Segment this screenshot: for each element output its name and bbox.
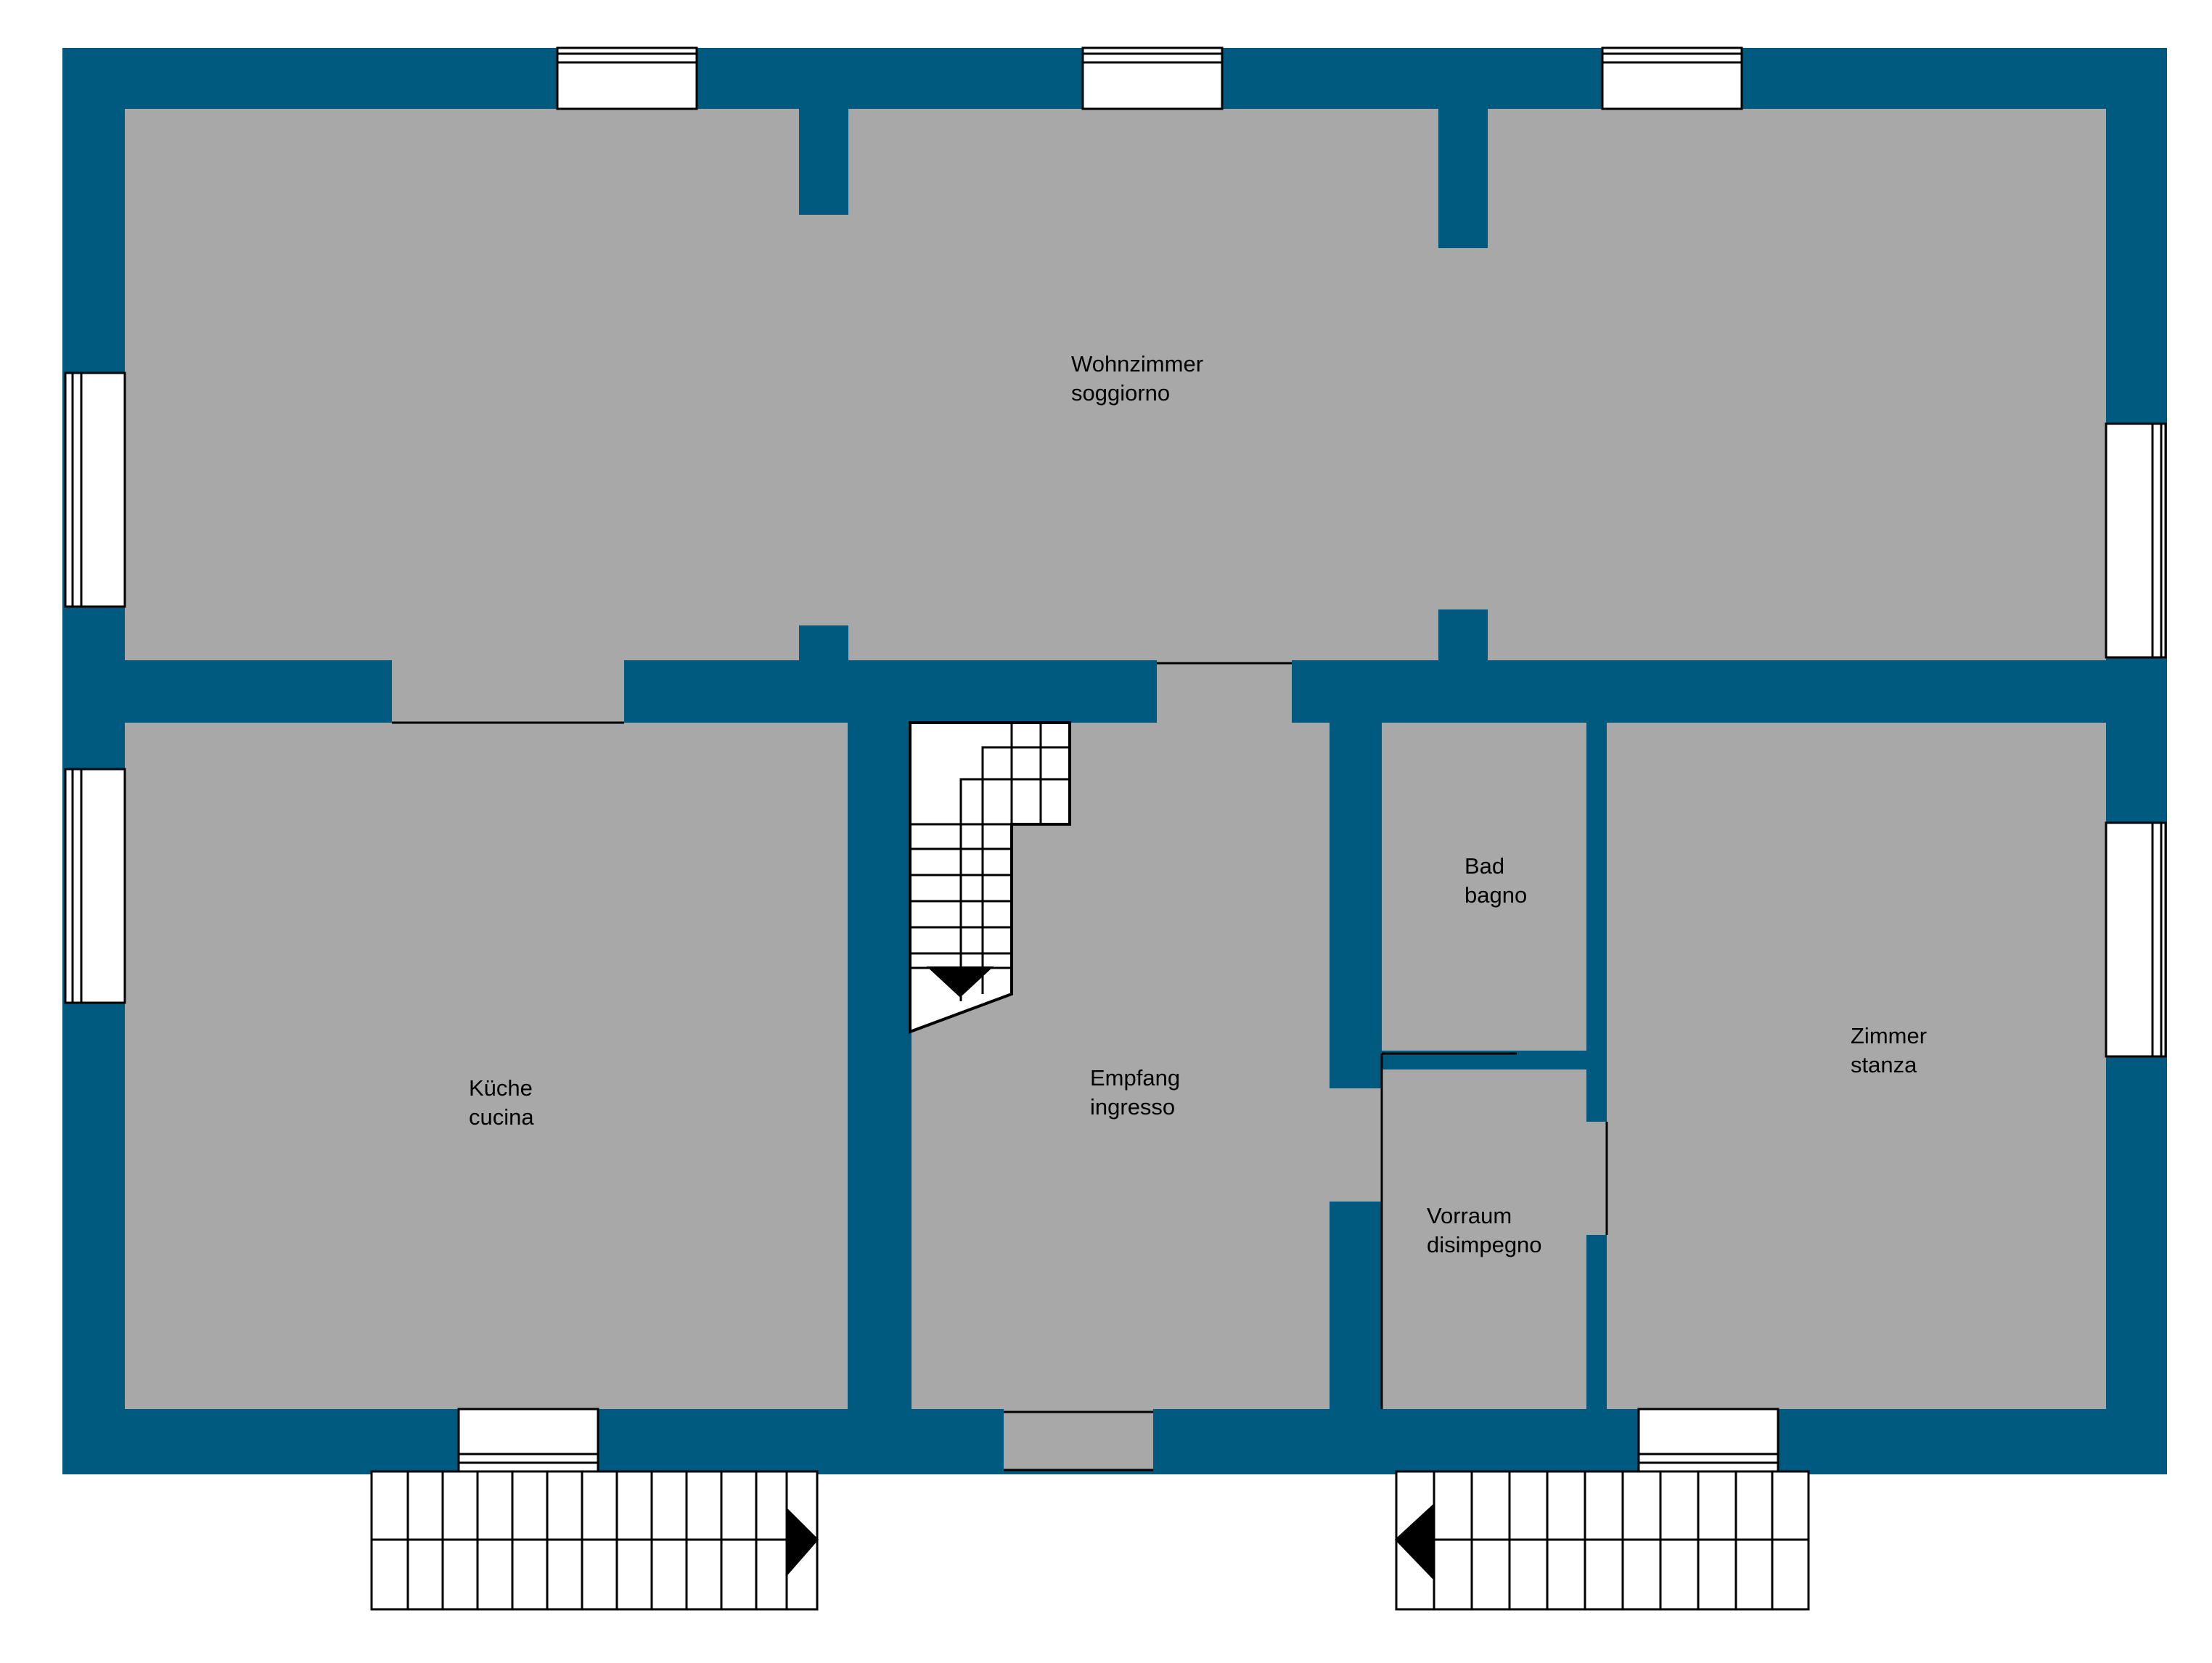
exterior-stairs-left-steps [406,1471,788,1609]
exterior-stairs-left [370,1470,819,1611]
window-right-1 [2105,422,2167,659]
staircase-direction-arrow [926,966,994,998]
hallway-name-it: disimpegno [1427,1232,1542,1257]
wall-pillar-bottom-right [1438,609,1488,663]
floor-living-room [125,109,2106,660]
wall-pillar-top-right [1438,107,1488,248]
passage-entrance-living [1157,657,1292,726]
window-top-2 [1081,46,1224,110]
exterior-stairs-left-arrow [785,1506,819,1577]
exterior-stairs-right-arrow [1394,1502,1435,1582]
room-label-living: Wohnzimmer soggiorno [1071,351,1203,406]
bedroom-name-de: Zimmer [1851,1023,1927,1048]
exterior-stairs-right-steps [1433,1471,1774,1609]
bathroom-name-de: Bad [1465,853,1504,879]
room-label-kitchen: Küche cucina [469,1075,534,1130]
living-room-name-de: Wohnzimmer [1071,351,1203,377]
exterior-stairs-right [1394,1470,1810,1611]
windows [64,46,2167,1473]
passage-kitchen-living [392,657,624,726]
window-right-2 [2105,821,2167,1058]
entrance-name-it: ingresso [1090,1094,1175,1120]
hallway-name-de: Vorraum [1427,1203,1512,1228]
kitchen-name-it: cucina [469,1104,534,1130]
window-bottom-1 [457,1408,599,1473]
window-bottom-2 [1637,1408,1779,1473]
room-label-entrance: Empfang ingresso [1090,1065,1180,1120]
staircase-steps [910,723,1070,1001]
main-entrance-door [1004,1406,1153,1470]
window-left-1 [64,371,126,608]
floor-kitchen [125,723,848,1409]
living-room-name-it: soggiorno [1071,380,1170,406]
window-left-2 [64,768,126,1004]
kitchen-name-de: Küche [469,1075,533,1101]
floor-bathroom [1382,723,1586,1051]
window-top-1 [556,46,698,110]
room-label-bedroom: Zimmer stanza [1851,1023,1927,1077]
bathroom-name-it: bagno [1465,882,1527,908]
door-threshold-lines [392,662,1608,1471]
window-top-3 [1601,46,1743,110]
entrance-name-de: Empfang [1090,1065,1180,1091]
wall-pillar-bottom-left [799,625,848,663]
bedroom-name-it: stanza [1851,1052,1917,1077]
room-label-hallway: Vorraum disimpegno [1427,1203,1542,1257]
floor-hallway [1382,1069,1586,1409]
room-label-bathroom: Bad bagno [1465,853,1527,908]
passage-entrance-hallway [1325,1088,1385,1202]
wall-pillar-top-left [799,107,848,215]
interior-staircase [909,721,1071,1034]
floor-bedroom [1607,723,2106,1409]
